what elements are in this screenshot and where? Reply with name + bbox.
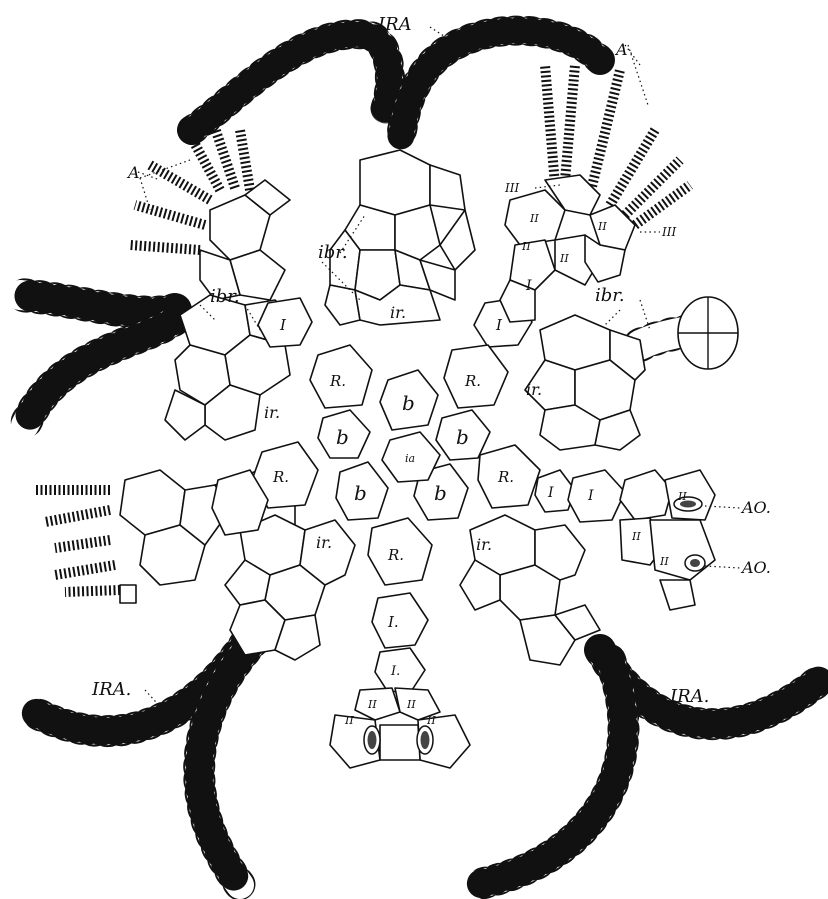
callout-ao-lower: AO. — [740, 558, 771, 577]
plate-right-I-a — [535, 470, 575, 512]
label-primibrach-right-b: I — [587, 488, 594, 504]
callout-ira-right: IRA. — [669, 686, 709, 707]
label-basal-left: b — [336, 425, 349, 449]
callout-ao-upper: AO. — [740, 498, 771, 517]
top-interradial-column — [325, 150, 475, 325]
label-radial-upper-right: R. — [464, 372, 481, 390]
label-primibrach-bottom-2: I. — [390, 664, 400, 679]
label-primibrach-right-a: I — [547, 485, 554, 501]
right-interradial-plates — [525, 315, 645, 450]
callout-ibr-right: ibr. — [595, 285, 625, 306]
callout-ira-top: IRA — [377, 14, 412, 35]
label-secundibrach-top-2: II — [521, 240, 531, 253]
label-secundibrach-1: II — [367, 698, 377, 711]
label-radial-right: R. — [497, 468, 514, 486]
label-secundibrach-right-3: II — [659, 555, 669, 568]
label-secundibrach-right-2: II — [631, 530, 641, 543]
callout-iii-left: III — [504, 181, 519, 195]
label-basal-lower-left: b — [354, 481, 367, 505]
label-interradial-top: ir. — [390, 303, 406, 322]
label-radial-left: R. — [272, 468, 289, 486]
label-basal-lower-right: b — [434, 481, 447, 505]
label-radial-upper-left: R. — [329, 372, 346, 390]
callout-ira-left: IRA. — [91, 679, 131, 700]
callout-a-left: A — [126, 163, 140, 182]
label-secundibrach-3: II — [344, 714, 354, 727]
label-secundibrach-top-4: II — [597, 220, 607, 233]
label-interradial-left: ir. — [264, 403, 280, 422]
label-secundibrach-top-3: II — [559, 252, 569, 265]
callout-ibr-left: ibr. — [210, 286, 240, 307]
callout-iii-right: III — [661, 225, 676, 239]
label-basal-top: b — [402, 391, 415, 415]
label-secundibrach-2: II — [406, 698, 416, 711]
label-central: ia — [405, 452, 415, 465]
label-radial-bottom: R. — [387, 546, 404, 564]
plate-right-I-b — [568, 470, 625, 522]
label-secundibrach-4: II — [426, 714, 436, 727]
label-interradial-lower-right: ir. — [476, 535, 492, 554]
label-primibrach-top-right: I — [495, 316, 503, 334]
callout-a-right: A — [614, 40, 628, 59]
plate-I-bottom-1 — [372, 593, 428, 648]
label-primibrach-top-cluster: I — [525, 278, 532, 294]
label-primibrach-bottom-1: I. — [387, 613, 399, 631]
label-interradial-lower-left: ir. — [316, 533, 332, 552]
bottom-left-interradial — [225, 515, 355, 660]
label-secundibrach-right-1: II — [677, 490, 687, 503]
label-primibrach-top-left: I — [279, 316, 287, 334]
top-left-plates — [200, 180, 290, 300]
label-secundibrach-top-1: II — [529, 212, 539, 225]
label-interradial-right: ir. — [526, 380, 542, 399]
label-basal-right: b — [456, 425, 469, 449]
callout-ibr-top: ibr. — [318, 242, 348, 263]
